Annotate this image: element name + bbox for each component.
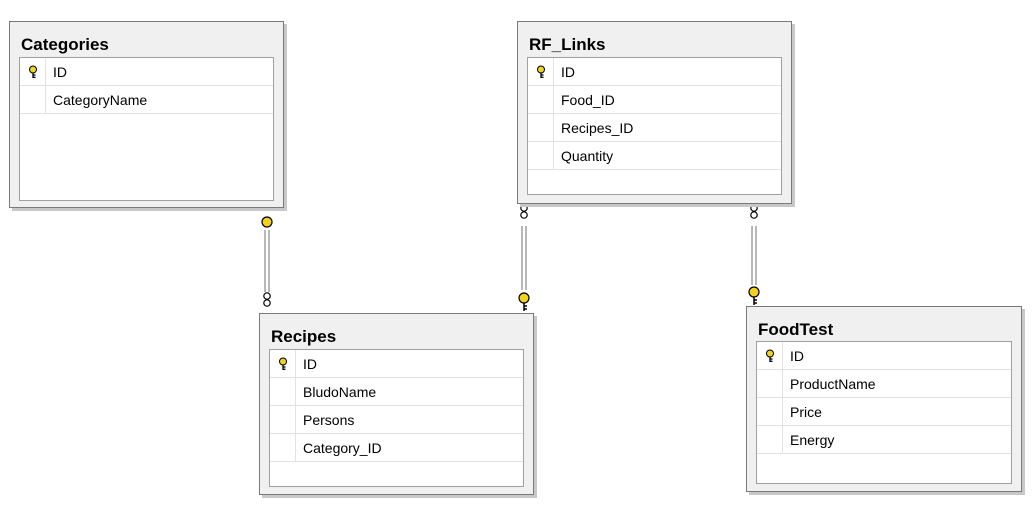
key-icon [748, 286, 760, 305]
column-row[interactable]: Persons [270, 406, 523, 434]
column-name: Persons [303, 412, 355, 428]
column-grid: ID Food_ID Recipes_ID Quantity [527, 57, 782, 195]
table-title: Categories [21, 35, 109, 54]
key-icon [29, 65, 37, 78]
table-recipes[interactable]: Recipes ID BludoName Persons Category_ID [259, 313, 534, 495]
relationship-recipes-rf-links[interactable] [521, 226, 527, 290]
column-row[interactable]: ProductName [757, 370, 1011, 398]
table-foodtest[interactable]: FoodTest ID ProductName Price Energy [746, 306, 1022, 492]
column-row[interactable]: Food_ID [528, 86, 781, 114]
column-row[interactable]: Price [757, 398, 1011, 426]
key-icon [766, 349, 774, 362]
column-row[interactable]: ID [270, 350, 523, 378]
column-name: ID [561, 64, 575, 80]
table-title: FoodTest [758, 320, 834, 339]
relationship-foodtest-rf-links[interactable] [751, 226, 757, 285]
column-name: Quantity [561, 148, 614, 164]
column-row[interactable]: ID [20, 58, 273, 86]
column-name: BludoName [303, 384, 377, 400]
column-grid: ID CategoryName [19, 57, 274, 201]
column-grid: ID BludoName Persons Category_ID [269, 349, 524, 487]
column-row[interactable]: Quantity [528, 142, 781, 170]
table-title: RF_Links [529, 35, 606, 54]
key-icon [518, 292, 530, 311]
infinity-icon [520, 204, 528, 219]
table-categories[interactable]: Categories ID CategoryName [9, 21, 284, 208]
column-name: Food_ID [561, 92, 615, 108]
column-row[interactable]: ID [528, 58, 781, 86]
key-icon [537, 65, 545, 78]
column-row[interactable]: CategoryName [20, 86, 273, 114]
column-row[interactable]: ID [757, 342, 1011, 370]
column-name: Recipes_ID [561, 120, 634, 136]
key-icon [279, 357, 287, 370]
relationship-categories-recipes[interactable] [264, 230, 270, 292]
column-name: ID [303, 356, 317, 372]
column-row[interactable]: Recipes_ID [528, 114, 781, 142]
column-name: Price [790, 404, 822, 420]
table-rf-links[interactable]: RF_Links ID Food_ID Recipes_ID Quantity [517, 21, 792, 204]
infinity-icon [263, 292, 271, 307]
column-name: CategoryName [53, 92, 148, 108]
column-name: ID [53, 64, 67, 80]
column-row[interactable]: BludoName [270, 378, 523, 406]
column-name: ProductName [790, 376, 876, 392]
table-title: Recipes [271, 327, 337, 346]
column-row[interactable]: Category_ID [270, 434, 523, 462]
column-name: ID [790, 348, 804, 364]
infinity-icon [750, 204, 758, 219]
column-name: Category_ID [303, 440, 382, 456]
column-row[interactable]: Energy [757, 426, 1011, 454]
column-grid: ID ProductName Price Energy [756, 341, 1012, 484]
column-name: Energy [790, 432, 835, 448]
